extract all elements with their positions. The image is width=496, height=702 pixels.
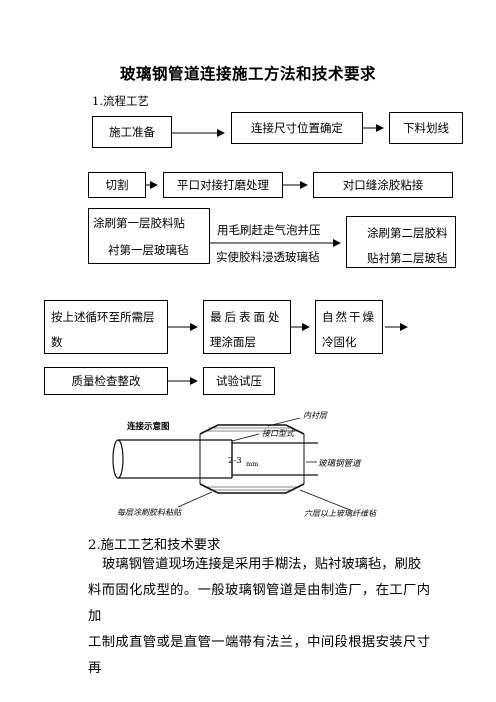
flow-step-mark: 下料划线 (389, 112, 463, 144)
flow-step-cure-line1: 自然干燥 (322, 310, 376, 324)
flow-step-repeat-line2: 数 (51, 335, 63, 349)
sketch-label-gap-unit: mm (246, 460, 259, 468)
flow-step-cure-line2: 冷固化 (322, 335, 357, 349)
flow-step-layer2-line1: 涂刷第二层胶料 (367, 226, 448, 240)
section-heading-technique: 2.施工工艺和技术要求 (88, 538, 221, 553)
flow-step-confirm: 连接尺寸位置确定 (231, 112, 363, 144)
flow-step-layer2-line2: 贴衬第二层玻毡 (367, 251, 448, 265)
flow-step-layer2: 涂刷第二层胶料 贴衬第二层玻毡 (346, 216, 456, 268)
sketch-label-six-layers: 六层以上玻璃纤维毡 (304, 509, 376, 518)
flow-note-brush-line2: 实使胶料浸透玻璃毡 (216, 250, 320, 264)
sketch-heading: 连接示意图 (127, 422, 170, 432)
sketch-label-pipe: 玻璃钢管道 (318, 459, 361, 469)
page-title: 玻璃钢管道连接施工方法和技术要求 (119, 64, 376, 83)
flow-step-layer1-line2: 衬第一层玻璃毡 (108, 243, 189, 257)
flow-step-surface: 最后表面处 理涂面层 (203, 300, 291, 354)
flow-step-grind: 平口对接打磨处理 (163, 172, 283, 198)
sketch-label-gap: 2-3 (228, 456, 242, 466)
flow-step-repeat-line1: 按上述循环至所需层 (51, 310, 155, 324)
flow-step-glue: 对口缝涂胶粘接 (313, 172, 453, 198)
sketch-label-each-layer: 每层涂刷胶料粘贴 (117, 508, 181, 517)
flow-step-inspect: 质量检查整改 (44, 367, 168, 395)
flow-step-test: 试验试压 (203, 367, 275, 395)
flow-step-cut: 切割 (88, 172, 146, 198)
flow-step-prep: 施工准备 (92, 116, 172, 148)
body-paragraph-line3: 工制成直管或是直管一端带有法兰，中间段根据安装尺寸再 (88, 635, 430, 676)
flow-step-surface-line2: 理涂面层 (210, 335, 256, 349)
body-paragraph-line1: 玻璃钢管道现场连接是采用手糊法，贴衬玻璃毡，刷胶 (102, 557, 422, 572)
flow-step-layer1: 涂刷第一层胶料贴 衬第一层玻璃毡 (88, 208, 210, 264)
sketch-label-liner: 内衬层 (303, 411, 327, 420)
body-paragraph-line2: 料而固化成型的。一般玻璃钢管道是由制造厂，在工厂内加 (88, 583, 430, 624)
flow-note-brush-line1: 用毛刷赶走气泡并压 (217, 223, 321, 237)
sketch-label-joint-type: 接口型式 (262, 429, 294, 438)
body-paragraph: 玻璃钢管道现场连接是采用手糊法，贴衬玻璃毡，刷胶 料而固化成型的。一般玻璃钢管道… (88, 552, 430, 682)
flow-step-repeat: 按上述循环至所需层 数 (44, 300, 168, 354)
flow-step-cure: 自然干燥 冷固化 (315, 300, 383, 354)
flow-step-surface-line1: 最后表面处 (210, 310, 283, 324)
section-heading-process: 1.流程工艺 (92, 94, 149, 108)
flow-step-layer1-line1: 涂刷第一层胶料贴 (93, 216, 185, 230)
